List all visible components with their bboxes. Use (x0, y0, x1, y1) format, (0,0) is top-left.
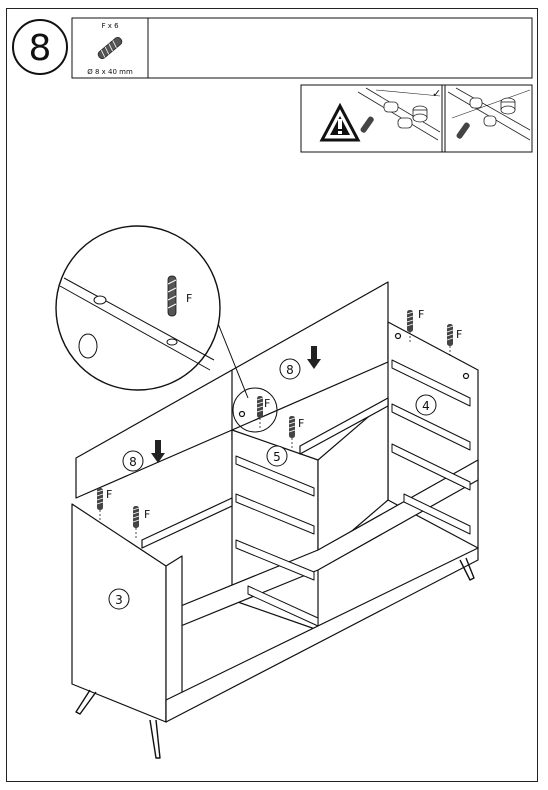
dowel-markers (96, 309, 454, 539)
part-callouts: 8 8 5 4 3 (108, 358, 437, 610)
cabinet-drawing (71, 281, 479, 759)
dowel-label: F (418, 308, 424, 321)
page-border (6, 8, 538, 782)
side-panel-right-number: 4 (422, 399, 430, 413)
parts-quantity: F x 6 (101, 22, 119, 30)
divider-number: 5 (273, 450, 281, 464)
panel-number-left: 8 (129, 455, 137, 469)
parts-box (71, 17, 533, 79)
side-panel-left-number: 3 (115, 593, 123, 607)
parts-dimension: Ø 8 x 40 mm (87, 68, 133, 76)
dowel-label: F (106, 488, 112, 501)
step-number: 8 (29, 28, 52, 69)
dowel-labels: F F F F F F F (106, 292, 462, 521)
dowel-icon (97, 36, 123, 60)
check-icon: ✓ (432, 87, 441, 100)
panel-number-right: 8 (286, 363, 294, 377)
warning-icon (319, 102, 361, 142)
magnifier-icon (55, 225, 249, 399)
dowel-label: F (264, 397, 270, 410)
correct-assembly-illustration (447, 87, 531, 141)
dowel-label: F (186, 292, 192, 305)
dowel-label: F (298, 417, 304, 430)
step-badge: 8 (12, 19, 68, 75)
dowel-label: F (144, 508, 150, 521)
warning-box: ✓ (300, 84, 533, 153)
wrong-assembly-illustration: ✓ (357, 87, 441, 141)
dowel-label: F (456, 328, 462, 341)
